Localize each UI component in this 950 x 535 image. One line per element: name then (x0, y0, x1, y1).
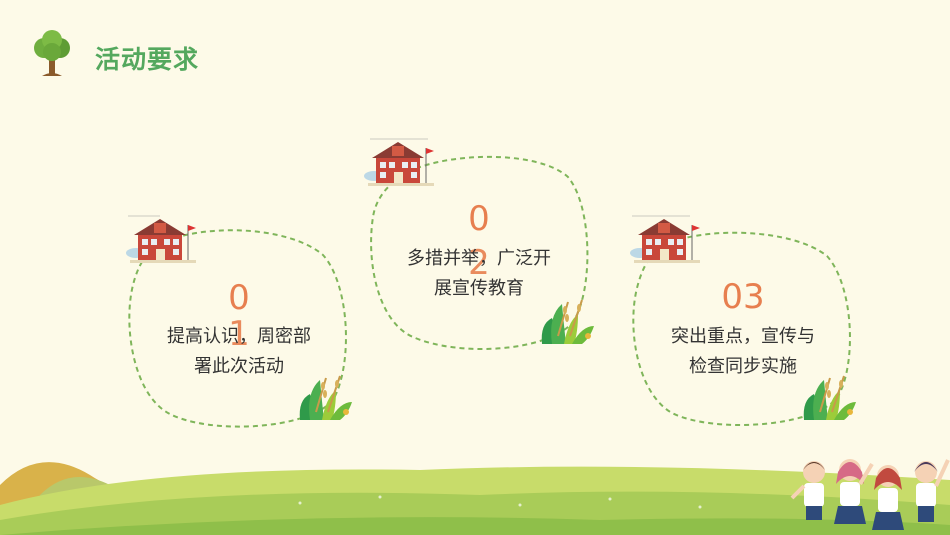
requirement-card-2: 0 2 多措并举，广泛开 展宣传教育 (368, 152, 590, 352)
card-text-line1: 突出重点，宣传与 (671, 326, 815, 347)
school-building-icon (126, 215, 196, 263)
card-text-line1: 提高认识，周密部 (167, 326, 311, 347)
card-number-line1: 0 (228, 278, 250, 318)
dashed-outline (632, 231, 851, 426)
dashed-outline (128, 229, 347, 428)
hill-landscape (0, 462, 950, 535)
requirement-card-1: 0 1 提高认识，周密部 署此次活动 (128, 225, 350, 430)
card-text-line2: 展宣传教育 (434, 278, 524, 299)
card-text-line1: 多措并举，广泛开 (407, 248, 551, 269)
grass-plant-icon (803, 375, 856, 420)
tree-icon (34, 30, 70, 76)
card-text-line2: 署此次活动 (194, 356, 284, 377)
card-number-line2: 1 (228, 314, 250, 354)
card-text-line2: 检查同步实施 (689, 356, 797, 377)
card-number-line1: 0 (468, 199, 490, 239)
dashed-outline (370, 155, 589, 350)
grass-plant-icon (541, 299, 594, 344)
card-number-line2: 2 (468, 243, 490, 283)
grass-plant-icon (299, 375, 352, 420)
school-building-icon (630, 215, 700, 263)
card-number: 03 (721, 277, 765, 317)
requirement-card-3: 03 突出重点，宣传与 检查同步实施 (632, 228, 854, 428)
school-building-icon (364, 138, 434, 186)
kids-illustration (790, 459, 950, 530)
page-title: 活动要求 (95, 45, 200, 74)
